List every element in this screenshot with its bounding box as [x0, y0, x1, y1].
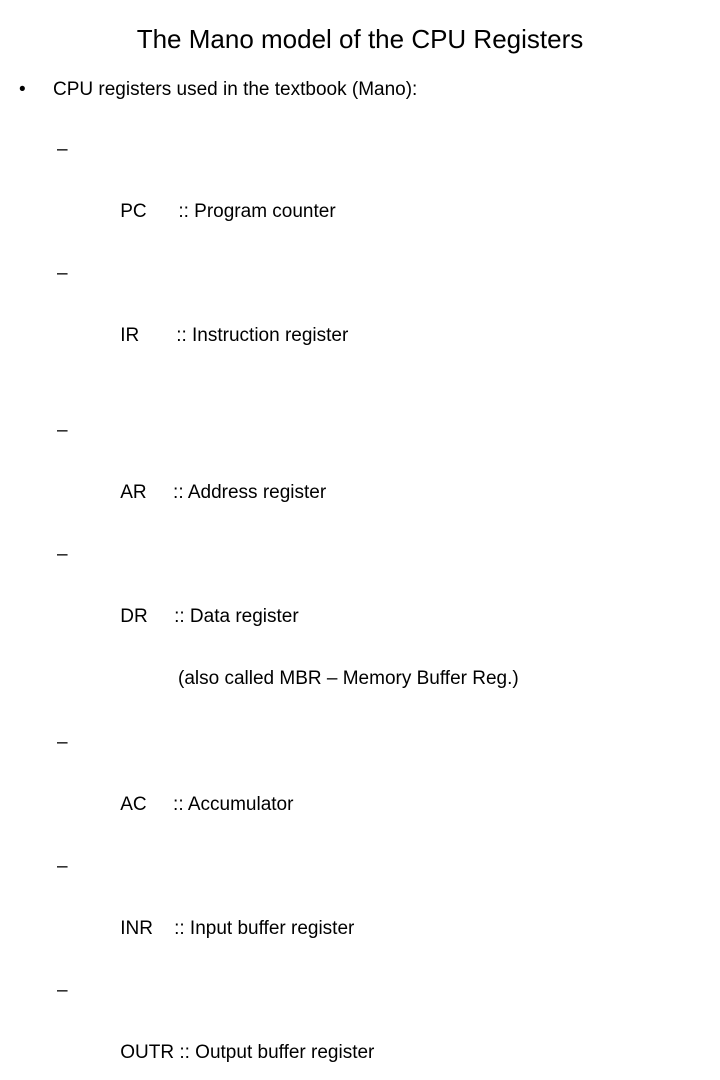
register-separator: ::: [174, 606, 185, 627]
register-row: – IR :: Instruction register: [0, 258, 720, 382]
register-group-2: – AR :: Address register – DR :: Data re…: [0, 415, 720, 694]
register-separator: ::: [173, 482, 184, 503]
register-abbr: DR: [120, 606, 148, 627]
register-row: – OUTR :: Output buffer register: [0, 975, 720, 1080]
register-pad: [147, 794, 173, 815]
register-separator: ::: [173, 794, 184, 815]
register-row: – PC :: Program counter: [0, 134, 720, 258]
page-title: The Mano model of the CPU Registers: [136, 24, 584, 54]
register-pad: [139, 325, 176, 346]
register-separator: ::: [174, 918, 185, 939]
register-abbr: IR: [120, 325, 140, 346]
register-description: Input buffer register: [184, 918, 355, 939]
register-pad: [147, 482, 173, 503]
en-dash-icon: –: [57, 139, 68, 160]
register-pad: [147, 201, 179, 222]
en-dash-icon: –: [57, 732, 68, 753]
register-pad: [148, 606, 174, 627]
en-dash-icon: –: [57, 980, 68, 1001]
register-abbr: INR: [120, 918, 153, 939]
register-abbr: PC: [120, 201, 147, 222]
register-separator: ::: [176, 325, 187, 346]
register-description: Data register: [184, 606, 299, 627]
register-abbr: AR: [120, 482, 147, 503]
en-dash-icon: –: [57, 856, 68, 877]
register-group-1: – PC :: Program counter – IR :: Instruct…: [0, 134, 720, 382]
bullet-dot-icon: •: [19, 79, 26, 100]
register-abbr: AC: [120, 794, 147, 815]
bullet-item-label: CPU registers used in the textbook (Mano…: [53, 79, 418, 100]
en-dash-icon: –: [57, 544, 68, 565]
register-group-3: – AC :: Accumulator – INR :: Input buffe…: [0, 727, 720, 1080]
en-dash-icon: –: [57, 420, 68, 441]
register-row: – AR :: Address register: [0, 415, 720, 539]
register-note-label: (also called MBR – Memory Buffer Reg.): [178, 668, 519, 689]
slide: The Mano model of the CPU Registers • CP…: [19, 24, 584, 1063]
en-dash-icon: –: [57, 263, 68, 284]
register-description: Output buffer register: [189, 1042, 375, 1063]
slide-body: • CPU registers used in the textbook (Ma…: [0, 76, 720, 1080]
register-row: – DR :: Data register: [0, 539, 720, 663]
register-abbr: OUTR: [120, 1042, 175, 1063]
register-description: Program counter: [188, 201, 336, 222]
register-description: Instruction register: [186, 325, 349, 346]
register-row: – INR :: Input buffer register: [0, 851, 720, 975]
register-note: (also called MBR – Memory Buffer Reg.): [0, 663, 720, 694]
register-pad: [153, 918, 174, 939]
register-row: – AC :: Accumulator: [0, 727, 720, 851]
register-separator: ::: [179, 1042, 190, 1063]
register-description: Accumulator: [183, 794, 294, 815]
bullet-item: • CPU registers used in the textbook (Ma…: [0, 76, 720, 104]
register-description: Address register: [183, 482, 327, 503]
register-separator: ::: [178, 201, 189, 222]
